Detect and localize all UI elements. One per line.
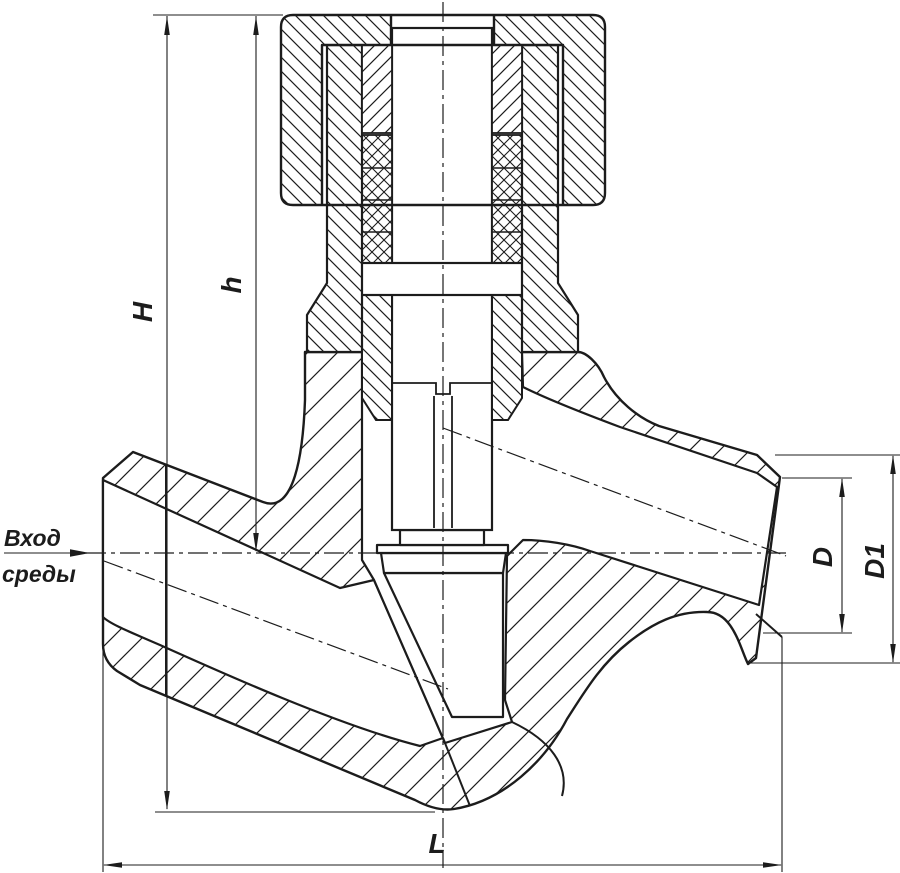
inlet-channel bbox=[101, 478, 445, 748]
label-D1: D1 bbox=[859, 543, 890, 579]
arrow-L-left bbox=[103, 862, 122, 868]
stem-bushing-left bbox=[361, 44, 393, 134]
packing-ring-lines bbox=[362, 167, 522, 233]
stem-bushing-right bbox=[491, 44, 523, 134]
gland-bush-right bbox=[491, 294, 523, 421]
packing-left bbox=[361, 134, 393, 264]
arrow-H-bottom bbox=[164, 791, 170, 810]
dimension-labels: H h D D1 L Вход среды bbox=[2, 276, 890, 859]
arrow-D1-top bbox=[890, 455, 896, 474]
bottom-boss-curve bbox=[511, 721, 565, 797]
gland-bush-left bbox=[361, 294, 393, 421]
arrow-h-bottom bbox=[253, 533, 259, 552]
arrow-h-top bbox=[253, 16, 259, 35]
plug-neck bbox=[398, 528, 486, 547]
stem-slot-lines bbox=[433, 396, 453, 528]
label-inlet-line1: Вход bbox=[4, 525, 61, 551]
arrow-D-bottom bbox=[839, 614, 845, 633]
label-L: L bbox=[428, 828, 445, 859]
label-inlet-line2: среды bbox=[2, 561, 76, 587]
gland-follower bbox=[358, 261, 526, 297]
label-h: h bbox=[216, 276, 247, 293]
arrow-D-top bbox=[839, 478, 845, 497]
outlet-axis-centerline bbox=[442, 427, 787, 557]
gland-assembly bbox=[358, 134, 526, 421]
union-nut bbox=[279, 13, 607, 207]
arrow-L-right bbox=[763, 862, 782, 868]
arrow-inlet-flow bbox=[70, 549, 90, 557]
seat-edge-line bbox=[442, 737, 471, 807]
packing-right bbox=[491, 134, 523, 264]
inlet-axis-centerline bbox=[103, 560, 449, 690]
label-H: H bbox=[127, 301, 158, 322]
dimensions bbox=[4, 14, 900, 872]
arrow-D1-bottom bbox=[890, 644, 896, 663]
bonnet bbox=[305, 43, 580, 354]
label-D: D bbox=[807, 547, 838, 567]
centerlines bbox=[86, 2, 790, 868]
dimension-arrowheads bbox=[70, 16, 896, 868]
arrow-H-top bbox=[164, 16, 170, 35]
